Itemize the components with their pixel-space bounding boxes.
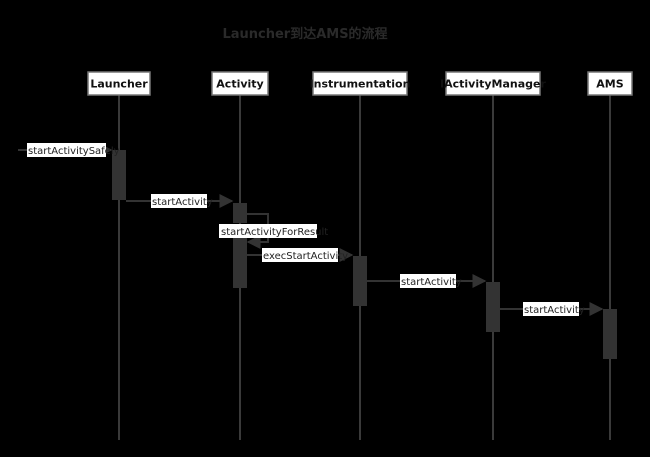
activation-launcher bbox=[112, 150, 126, 200]
message-startActivity-3: startActivity bbox=[500, 302, 604, 316]
participant-label: Launcher bbox=[90, 78, 148, 91]
participant-instrumentation: Instrumentation bbox=[310, 71, 411, 96]
message-execStartActivity: execStartActivity bbox=[247, 248, 354, 262]
message-startActivity-1: startActivity bbox=[126, 194, 234, 208]
message-startActivityForResult: startActivityForResult bbox=[219, 213, 328, 249]
participant-label: IActivityManager bbox=[440, 78, 546, 91]
message-startActivity-2: startActivity bbox=[367, 274, 487, 288]
participant-launcher: Launcher bbox=[87, 71, 151, 96]
message-label: startActivity bbox=[524, 305, 585, 316]
activation-activity-1 bbox=[233, 203, 247, 223]
message-startActivitySafely: startActivitySafely bbox=[18, 143, 120, 157]
message-label: startActivitySafely bbox=[28, 146, 120, 157]
participant-iactivitymanager: IActivityManager bbox=[440, 71, 547, 96]
activation-instrumentation bbox=[353, 256, 367, 306]
participant-label: AMS bbox=[596, 78, 623, 91]
activation-iactivitymanager bbox=[486, 282, 500, 332]
diagram-title: Launcher到达AMS的流程 bbox=[222, 26, 387, 42]
participant-activity: Activity bbox=[211, 71, 269, 96]
participant-label: Activity bbox=[216, 78, 263, 91]
participant-ams: AMS bbox=[587, 71, 633, 96]
message-label: startActivity bbox=[152, 197, 213, 208]
participant-label: Instrumentation bbox=[310, 78, 411, 91]
activation-activity-2 bbox=[233, 238, 247, 288]
message-label: startActivityForResult bbox=[221, 227, 328, 238]
activation-ams bbox=[603, 309, 617, 359]
message-label: startActivity bbox=[401, 277, 462, 288]
message-label: execStartActivity bbox=[263, 251, 348, 262]
